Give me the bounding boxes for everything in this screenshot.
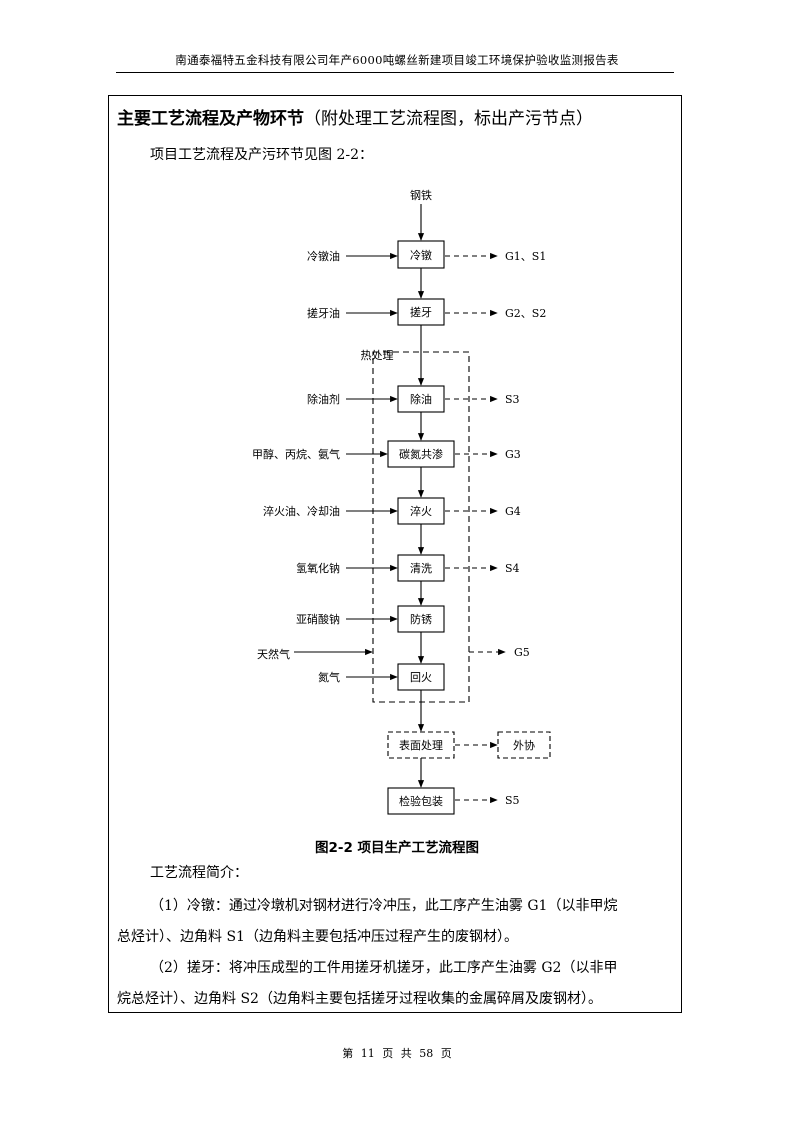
process-label: 回火 <box>410 671 432 684</box>
process-label: 清洗 <box>410 562 432 575</box>
section-title-note: （附处理工艺流程图，标出产污节点） <box>304 109 593 129</box>
raw-material-label: 钢铁 <box>410 189 432 202</box>
process-label: 表面处理 <box>399 738 443 752</box>
page-header: 南通泰福特五金科技有限公司年产6000吨螺丝新建项目竣工环境保护验收监测报告表 <box>175 53 619 67</box>
paragraph-1-line-1: （1）冷镦：通过冷墩机对钢材进行冷冲压，此工序产生油雾 G1（以非甲烷 <box>150 898 618 914</box>
process-box-quenching <box>397 497 445 525</box>
output-label: G4 <box>505 505 521 518</box>
input-label: 搓牙油 <box>307 306 340 320</box>
content-frame <box>108 95 682 1013</box>
process-box-inspection-packaging <box>387 787 455 815</box>
paragraph-2-line-2: 烷总烃计）、边角料 S2（边角料主要包括搓牙过程收集的金属碎屑及废钢材）。 <box>117 991 602 1007</box>
input-label: 淬火油、冷却油 <box>263 504 340 518</box>
output-label: G5 <box>514 646 530 659</box>
process-label: 冷镦 <box>410 248 432 262</box>
input-label: 甲醇、丙烷、氨气 <box>252 447 340 461</box>
output-label: G2、S2 <box>505 307 546 320</box>
process-label: 搓牙 <box>410 305 432 319</box>
input-label: 天然气 <box>257 647 290 661</box>
section-title-bold: 主要工艺流程及产物环节 <box>117 109 304 129</box>
process-box-tempering <box>397 663 445 691</box>
intro-text: 项目工艺流程及产污环节见图 2-2： <box>150 147 373 163</box>
output-label: G1、S1 <box>505 250 546 263</box>
paragraph-1-line-2: 总烃计）、边角料 S1（边角料主要包括冲压过程产生的废钢材）。 <box>117 929 518 945</box>
output-label: S5 <box>505 794 520 807</box>
page-number: 第 11 页 共 58 页 <box>342 1047 452 1060</box>
process-label: 淬火 <box>410 504 432 518</box>
heat-treatment-label: 热处理 <box>361 349 394 362</box>
process-box-rust-prevention <box>397 605 445 633</box>
header-rule <box>116 72 674 73</box>
process-label: 除油 <box>410 392 432 406</box>
input-label: 除油剂 <box>307 392 340 406</box>
process-box-degreasing <box>397 385 445 413</box>
section-title: 主要工艺流程及产物环节（附处理工艺流程图，标出产污节点） <box>117 104 593 129</box>
output-label: S4 <box>505 562 520 575</box>
input-label: 冷镦油 <box>307 249 340 263</box>
input-label: 亚硝酸钠 <box>296 612 340 626</box>
input-label: 氢氧化钠 <box>296 561 340 575</box>
process-box-thread-rolling <box>397 298 445 326</box>
process-box-carbonitriding <box>387 440 455 468</box>
process-box-surface-treatment <box>387 731 455 759</box>
process-summary-heading: 工艺流程简介： <box>150 865 248 881</box>
process-label: 防锈 <box>410 612 432 626</box>
process-box-outsourcing <box>497 731 551 759</box>
process-label: 外协 <box>513 738 535 752</box>
process-label: 检验包装 <box>399 794 443 808</box>
output-label: S3 <box>505 393 520 406</box>
input-label: 氮气 <box>318 670 340 684</box>
process-box-cold-heading <box>397 240 445 269</box>
process-label: 碳氮共渗 <box>399 447 443 461</box>
process-box-cleaning <box>397 554 445 582</box>
figure-caption: 图2-2 项目生产工艺流程图 <box>314 840 480 856</box>
paragraph-2-line-1: （2）搓牙：将冲压成型的工件用搓牙机搓牙，此工序产生油雾 G2（以非甲 <box>150 960 618 976</box>
output-label: G3 <box>505 448 521 461</box>
